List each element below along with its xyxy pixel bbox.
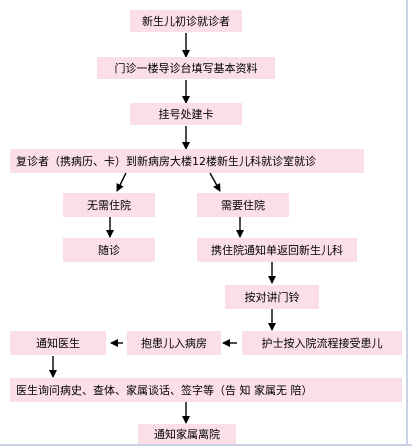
arrow-to-need-admission [209, 172, 221, 192]
node-return-visit: 复诊者（携病历、卡）到新病房大楼12楼新生儿科就诊室就诊 [10, 149, 364, 173]
node-follow-up: 随诊 [63, 238, 155, 262]
node-nurse-accept: 护士按入院流程接受患儿 [242, 331, 402, 355]
node-doctor-inquiry: 医生询问病史、查体、家属谈话、签字等（告 知 家属无 陪） [10, 378, 402, 402]
node-family-leave: 通知家属离院 [138, 424, 236, 444]
node-return-with-notice: 携住院通知单返回新生儿科 [197, 238, 357, 262]
node-press-intercom: 按对讲门铃 [225, 285, 319, 309]
node-registration-desk: 门诊一楼导诊台填写基本资料 [97, 57, 275, 79]
node-register-card: 挂号处建卡 [130, 103, 242, 125]
window-frame-right [406, 0, 408, 446]
node-first-visit: 新生儿初诊就诊者 [130, 10, 242, 32]
node-need-admission: 需要住院 [197, 193, 289, 217]
node-notify-doctor: 通知医生 [10, 331, 106, 355]
window-frame-bottom [0, 444, 412, 446]
arrow-to-no-admission [116, 172, 127, 192]
node-carry-to-ward: 抱患儿入病房 [127, 331, 221, 355]
node-no-admission: 无需住院 [63, 193, 155, 217]
